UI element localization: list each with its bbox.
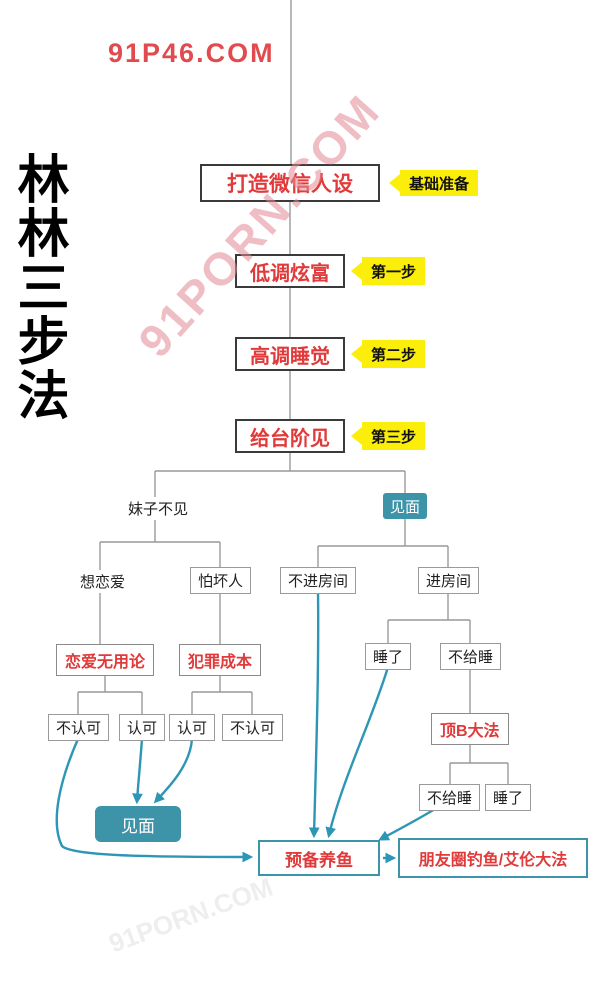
node-not-enter-room: 不进房间: [280, 567, 357, 594]
arrow-accept-crime-to-meet: [153, 738, 194, 804]
arrow-reject-to-fishing: [55, 738, 254, 863]
tag-step-three: 第三步: [362, 422, 426, 450]
node-fears-bad-people: 怕坏人: [190, 567, 252, 594]
flow-arrows: [55, 590, 436, 864]
node-lowkey-flaunt-wealth: 低调炫富: [235, 254, 345, 288]
node-refuse-sleep: 不给睡: [440, 643, 502, 670]
node-meet: 见面: [383, 493, 427, 519]
node-prepare-fishing: 预备养鱼: [258, 840, 380, 876]
node-girl-refuses-meet: 妹子不见: [125, 497, 192, 520]
page-title: 林林三步法: [9, 152, 67, 422]
node-enter-room: 进房间: [418, 567, 480, 594]
node-build-wechat-persona: 打造微信人设: [200, 164, 380, 202]
node-top-b-method: 顶B大法: [431, 713, 509, 745]
node-reject-crime-cost: 不认可: [222, 714, 284, 741]
tag-step-two: 第二步: [362, 340, 426, 368]
tree-lines: [77, 0, 509, 784]
arrow-refused-to-fishing: [378, 807, 436, 841]
node-refuse-sleep-again: 不给睡: [419, 784, 481, 811]
node-slept: 睡了: [365, 643, 412, 670]
tag-step-one: 第一步: [362, 257, 426, 285]
node-reject-love-theory: 不认可: [48, 714, 110, 741]
node-love-useless-theory: 恋爱无用论: [56, 644, 155, 676]
node-highkey-sleep: 高调睡觉: [235, 337, 345, 371]
node-wants-love: 想恋爱: [77, 570, 129, 593]
node-accept-crime-cost: 认可: [169, 714, 216, 741]
tag-basic-preparation: 基础准备: [400, 170, 479, 196]
node-slept-after-method: 睡了: [485, 784, 532, 811]
arrow-noroom-to-fishing: [308, 590, 320, 839]
node-meet-outcome: 见面: [95, 806, 181, 842]
arrow-slept-to-fishing: [325, 666, 390, 839]
node-accept-love-theory: 认可: [119, 714, 166, 741]
node-give-ladder-meet: 给台阶见: [235, 419, 345, 453]
arrow-accept-love-to-meet: [132, 738, 144, 805]
node-crime-cost: 犯罪成本: [179, 644, 262, 676]
node-moments-fishing-method: 朋友圈钓鱼/艾伦大法: [398, 838, 588, 878]
